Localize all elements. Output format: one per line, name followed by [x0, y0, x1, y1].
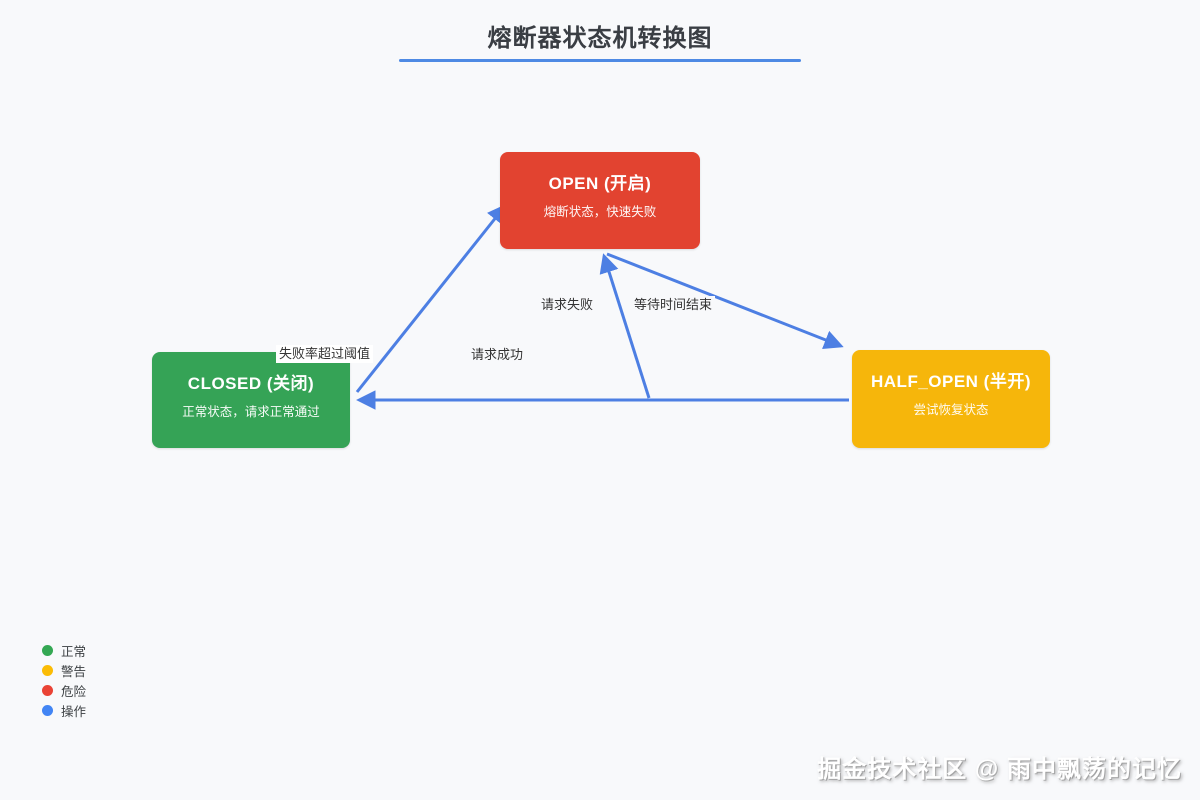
- state-node-title: OPEN (开启): [548, 174, 652, 193]
- legend-label: 正常: [61, 644, 87, 659]
- edge-label-fail-threshold: 失败率超过阈值: [276, 345, 374, 363]
- legend-item-warning: 警告: [42, 660, 86, 680]
- title-underline: [399, 59, 801, 62]
- legend-dot-yellow-icon: [42, 664, 53, 676]
- state-node-title: HALF_OPEN (半开): [871, 372, 1031, 391]
- legend-item-danger: 危险: [42, 680, 86, 700]
- legend-label: 危险: [61, 684, 87, 699]
- edge-label-request-fail: 请求失败: [538, 296, 597, 314]
- legend-label: 警告: [61, 664, 87, 679]
- edge-closed-to-open: [355, 203, 507, 393]
- legend-dot-blue-icon: [42, 704, 53, 716]
- state-node-open: OPEN (开启) 熔断状态，快速失败: [500, 152, 700, 249]
- legend-item-normal: 正常: [42, 640, 86, 660]
- legend-dot-green-icon: [42, 644, 53, 656]
- page-title: 熔断器状态机转换图: [487, 25, 713, 52]
- edge-label-request-success: 请求成功: [468, 346, 527, 364]
- state-node-subtitle: 熔断状态，快速失败: [543, 205, 657, 219]
- edge-label-wait-timeout: 等待时间结束: [631, 296, 716, 314]
- edge-open-to-halfopen: [606, 252, 844, 350]
- state-node-title: CLOSED (关闭): [187, 374, 315, 393]
- legend-dot-red-icon: [42, 684, 53, 696]
- edge-halfopen-to-open: [599, 253, 651, 399]
- state-node-half-open: HALF_OPEN (半开) 尝试恢复状态: [852, 350, 1050, 448]
- watermark: 掘金技术社区 @ 雨中飘荡的记忆: [817, 756, 1182, 783]
- state-node-subtitle: 尝试恢复状态: [913, 403, 989, 417]
- legend-item-action: 操作: [42, 700, 86, 720]
- legend-label: 操作: [61, 704, 87, 719]
- legend: 正常 警告 危险 操作: [42, 640, 86, 720]
- state-node-subtitle: 正常状态，请求正常通过: [182, 405, 320, 419]
- state-node-closed: CLOSED (关闭) 正常状态，请求正常通过: [152, 352, 350, 448]
